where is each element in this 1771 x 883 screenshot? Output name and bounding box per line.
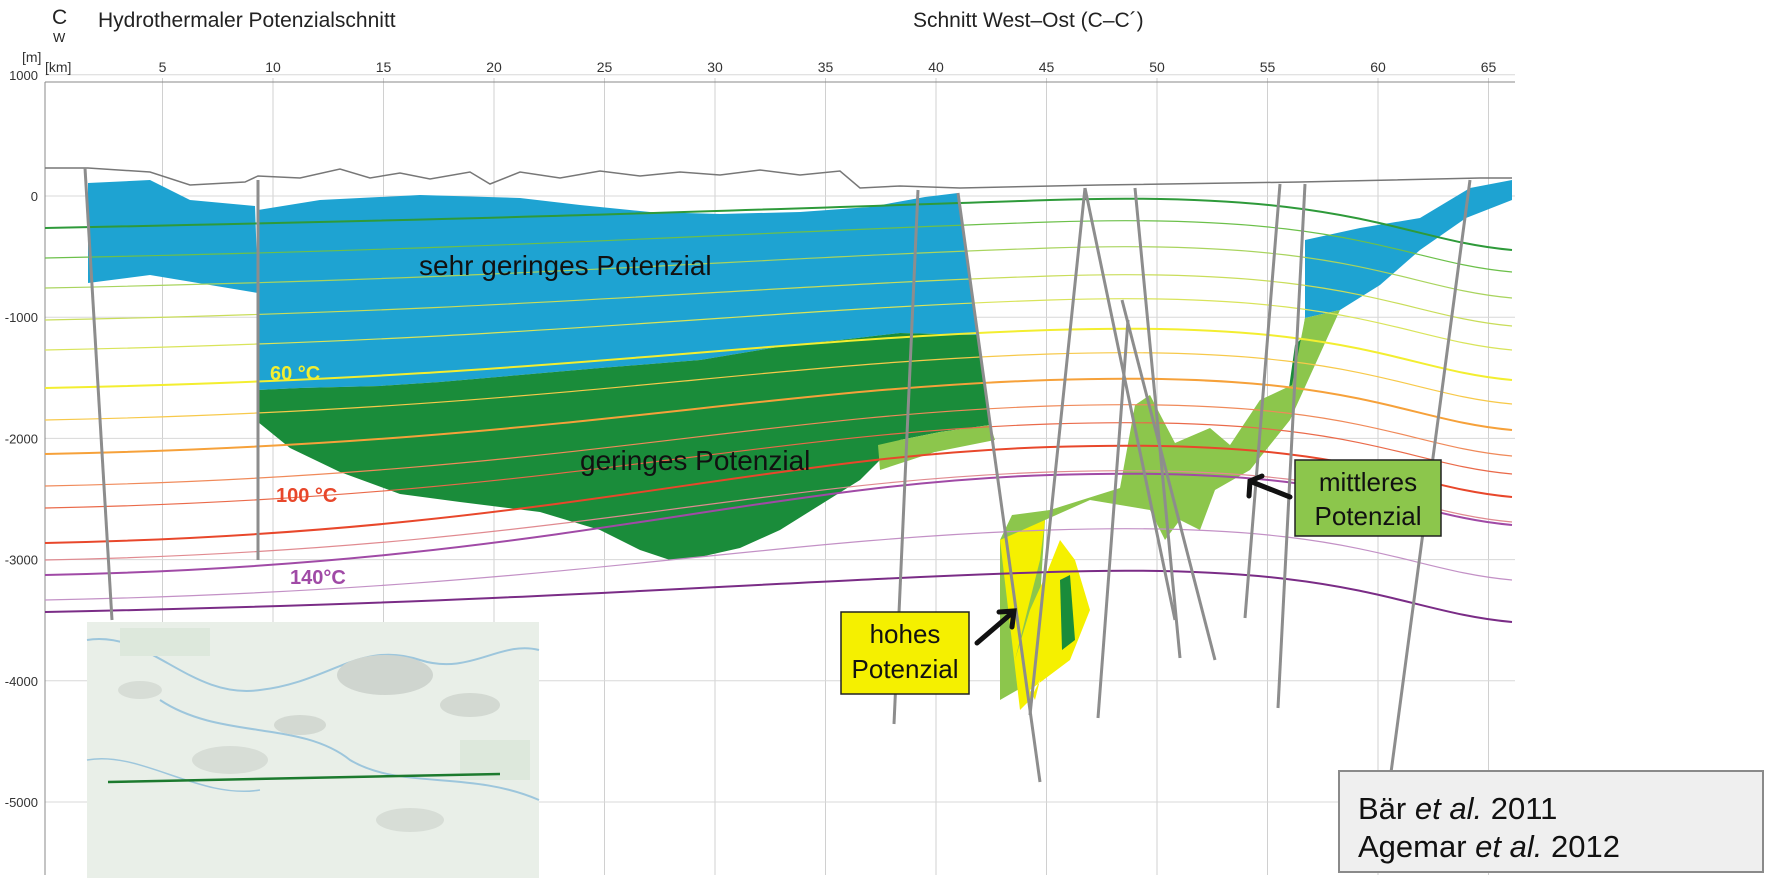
citation-line-1: Bär et al. 2011 [1358, 791, 1558, 826]
figure-title: Hydrothermaler Potenzialschnitt [98, 9, 396, 32]
topography-line [45, 167, 1512, 189]
fault-lines [83, 167, 1472, 783]
medium-potential-callout-line1: mittleres [1319, 467, 1417, 497]
location-map-inset [86, 622, 540, 878]
fault-line [1120, 299, 1217, 661]
x-tick-label: 40 [928, 59, 944, 75]
y-tick-label: 0 [31, 189, 38, 204]
y-tick-label: -2000 [5, 431, 38, 446]
high-potential-stripe [1060, 575, 1075, 650]
isotherm-60-label: 60 °C [270, 363, 320, 385]
medium-potential-callout-box [1294, 459, 1442, 537]
x-tick-label: 10 [265, 59, 281, 75]
isotherm-line [44, 220, 1513, 273]
very-low-potential-zone [88, 180, 258, 293]
fault-line [1276, 183, 1307, 709]
isotherm-line [44, 327, 1513, 389]
x-unit-label: [km] [45, 59, 71, 75]
fault-line [1083, 187, 1177, 621]
high-potential-callout-line2: Potenzial [852, 654, 959, 684]
isotherm-line [44, 404, 1513, 487]
isotherm-line [44, 528, 1513, 601]
x-tick-label: 25 [597, 59, 613, 75]
isotherm-line [44, 569, 1513, 623]
x-tick-label: 20 [486, 59, 502, 75]
isotherm-line [44, 246, 1513, 299]
medium-potential-arrow [1246, 473, 1293, 500]
section-trace-line [107, 772, 501, 784]
x-tick-label: 15 [376, 59, 392, 75]
fault-line [1096, 319, 1130, 719]
isotherm-line [44, 197, 1513, 251]
high-potential-callout-line1: hohes [870, 619, 941, 649]
medium-potential-callout-line2: Potenzial [1315, 501, 1422, 531]
isotherm-line [44, 274, 1513, 327]
high-potential-arrow [974, 608, 1017, 646]
y-tick-labels: 1000 0 -1000 -2000 -3000 -4000 -5000 [5, 68, 38, 810]
section-letter: C [52, 6, 68, 29]
high-potential-callout-box [840, 611, 970, 695]
y-tick-label: -4000 [5, 674, 38, 689]
isotherm-line [44, 352, 1513, 421]
isotherm-line [44, 377, 1513, 455]
y-tick-label: 1000 [9, 68, 38, 83]
isotherm-line [44, 422, 1513, 509]
low-potential-zone [258, 333, 990, 560]
x-tick-label: 55 [1260, 59, 1276, 75]
fault-line [956, 192, 1042, 783]
low-potential-label: geringes Potenzial [580, 445, 810, 476]
isotherm-line [44, 298, 1513, 351]
citation-line-2: Agemar et al. 2012 [1358, 829, 1620, 864]
x-tick-label: 50 [1149, 59, 1165, 75]
fault-line [1133, 187, 1182, 659]
y-tick-label: -1000 [5, 310, 38, 325]
y-tick-label: -5000 [5, 795, 38, 810]
x-tick-label: 35 [818, 59, 834, 75]
isotherm-100-label: 100 °C [276, 485, 337, 507]
fault-line [1243, 183, 1282, 619]
x-tick-label: 5 [159, 59, 167, 75]
very-low-potential-label: sehr geringes Potenzial [419, 250, 712, 281]
x-tick-label: 30 [707, 59, 723, 75]
citation-box: Bär et al. 2011 Agemar et al. 2012 [1338, 770, 1764, 873]
west-marker: W [53, 30, 66, 45]
fault-line [83, 167, 114, 621]
very-low-potential-zone [258, 193, 978, 390]
x-tick-label: 65 [1481, 59, 1497, 75]
isotherm-140-label: 140°C [290, 567, 346, 589]
x-tick-label: 60 [1370, 59, 1386, 75]
x-tick-label: 45 [1039, 59, 1055, 75]
fault-line [1028, 187, 1087, 716]
y-unit-label: [m] [22, 49, 41, 65]
x-tick-labels: 5 10 15 20 25 30 35 40 45 50 55 60 65 [159, 59, 1497, 75]
section-name: Schnitt West–Ost (C–C´) [913, 9, 1144, 32]
y-tick-label: -3000 [5, 553, 38, 568]
medium-potential-zone [1000, 310, 1340, 700]
very-low-potential-zone [1305, 180, 1512, 318]
